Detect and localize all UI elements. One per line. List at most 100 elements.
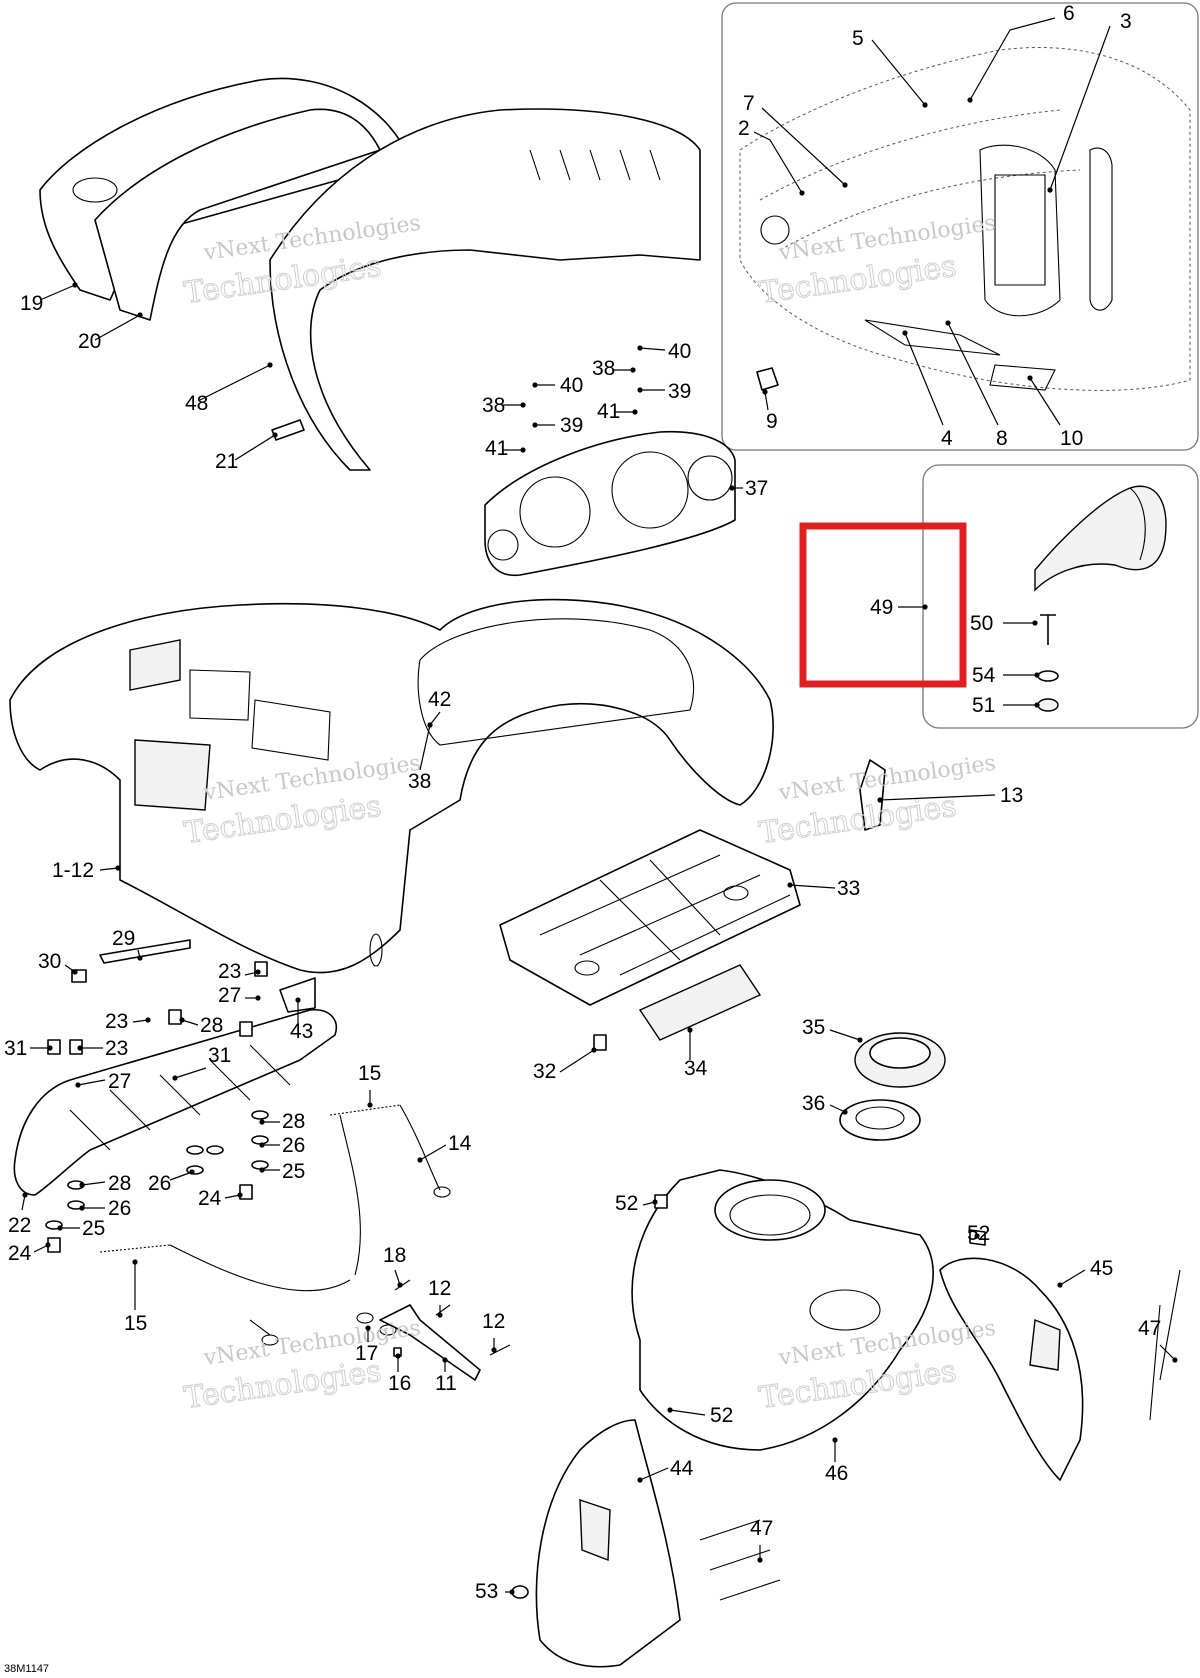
leader-dot	[1034, 672, 1040, 678]
callout-number: 19	[20, 292, 43, 315]
callout-number: 23	[218, 960, 241, 983]
leader-line	[1049, 25, 1111, 191]
leader-dot	[172, 1075, 178, 1081]
plate-36	[839, 1099, 921, 1141]
leader-line	[33, 1244, 49, 1253]
leader-line	[639, 347, 666, 351]
leader-dot	[179, 1017, 185, 1023]
tray-shape	[499, 829, 801, 1006]
callout-number: 32	[533, 1060, 556, 1083]
rivets-47-right	[1149, 1269, 1181, 1421]
clip-part-9	[756, 367, 779, 391]
leader-dot	[255, 995, 261, 1001]
callout-number: 44	[670, 1457, 694, 1480]
callout-number: 29	[112, 927, 135, 950]
leader-dot	[145, 1017, 151, 1023]
callout-number: 52	[615, 1192, 638, 1215]
windshield-vent	[72, 177, 118, 203]
ring-17-b	[379, 1324, 397, 1336]
leader-line	[169, 1171, 193, 1181]
leader-line	[234, 434, 276, 461]
leader-dot	[491, 1347, 497, 1353]
callout-number: 28	[200, 1014, 223, 1037]
leader-dot	[832, 1437, 838, 1443]
callout-number: 25	[82, 1217, 105, 1240]
callout-number: 43	[290, 1020, 313, 1043]
leader-line	[871, 39, 926, 106]
gauge-hole-4	[487, 529, 519, 561]
leader-dot	[687, 1027, 693, 1033]
ring-35-inner	[869, 1037, 931, 1069]
leader-dot	[45, 1242, 51, 1248]
highlight-box	[799, 522, 967, 688]
side-panel-45	[939, 1257, 1084, 1481]
gauge-hole-3	[687, 455, 733, 501]
windshield-trim-20	[94, 108, 381, 321]
hood-opening	[979, 144, 1061, 317]
callout-number: 30	[38, 950, 61, 973]
callout-number: 25	[282, 1160, 305, 1183]
hood-slot	[369, 933, 383, 967]
leader-dot	[47, 1045, 53, 1051]
leader-dot	[397, 1282, 403, 1288]
leader-line	[419, 724, 431, 771]
leader-line	[99, 867, 119, 871]
deflector-ribs	[529, 149, 661, 181]
callout-number: 48	[185, 392, 208, 415]
leader-dot	[259, 1119, 265, 1125]
callout-number: 39	[560, 414, 583, 437]
leader-dot	[79, 1182, 85, 1188]
leader-dot	[637, 345, 643, 351]
leader-dot	[520, 447, 526, 453]
leader-dot	[427, 722, 433, 728]
callout-number: 12	[482, 1310, 505, 1333]
callout-number: 9	[766, 410, 778, 433]
leader-line	[1059, 1269, 1086, 1286]
callout-number: 54	[972, 664, 996, 687]
leader-dot	[267, 362, 273, 368]
decal-detail-panel	[721, 2, 1199, 451]
console-opening	[714, 1179, 826, 1241]
console-46	[631, 1169, 986, 1451]
leader-line	[789, 884, 836, 889]
mirror-housing	[1034, 485, 1167, 592]
callout-number: 47	[750, 1517, 773, 1540]
leader-dot	[877, 797, 883, 803]
hood-grille-upper	[129, 639, 181, 691]
screw-50-shape	[1040, 614, 1056, 645]
leader-dot	[974, 1233, 980, 1239]
mirror-panel-frame	[922, 464, 1199, 729]
callout-number: 8	[996, 427, 1008, 450]
callout-number: 1-12	[52, 859, 94, 882]
tray-ribs	[539, 854, 791, 976]
support-bracket-22	[13, 939, 337, 1253]
gauge-hole-2	[611, 451, 689, 529]
leader-dot	[632, 409, 638, 415]
callout-number: 26	[148, 1172, 171, 1195]
leader-dot	[532, 382, 538, 388]
leader-line	[199, 364, 271, 401]
bracket-13	[859, 759, 886, 831]
leader-dot	[237, 1192, 243, 1198]
leader-line	[77, 1079, 106, 1086]
leader-line	[904, 332, 944, 426]
leader-dot	[365, 1325, 371, 1331]
decal-strip-4	[864, 319, 1001, 356]
leader-dot	[667, 1407, 673, 1413]
fastener-stacks	[45, 961, 269, 1253]
callout-number: 33	[837, 877, 860, 900]
callout-number: 21	[215, 450, 238, 473]
washer-54-shape	[1037, 670, 1059, 682]
callout-number: 15	[358, 1062, 381, 1085]
hood-window-2	[251, 699, 331, 761]
rod-29	[99, 939, 191, 964]
leader-dot	[1172, 1357, 1178, 1363]
callout-number: 24	[8, 1242, 32, 1265]
drawing-code: 38M1147	[4, 1663, 49, 1675]
springs-cables	[99, 1104, 451, 1346]
cable-14-loop	[433, 1186, 451, 1198]
leader-dot	[591, 1047, 597, 1053]
callout-number: 31	[4, 1037, 27, 1060]
leader-line	[419, 1144, 447, 1161]
